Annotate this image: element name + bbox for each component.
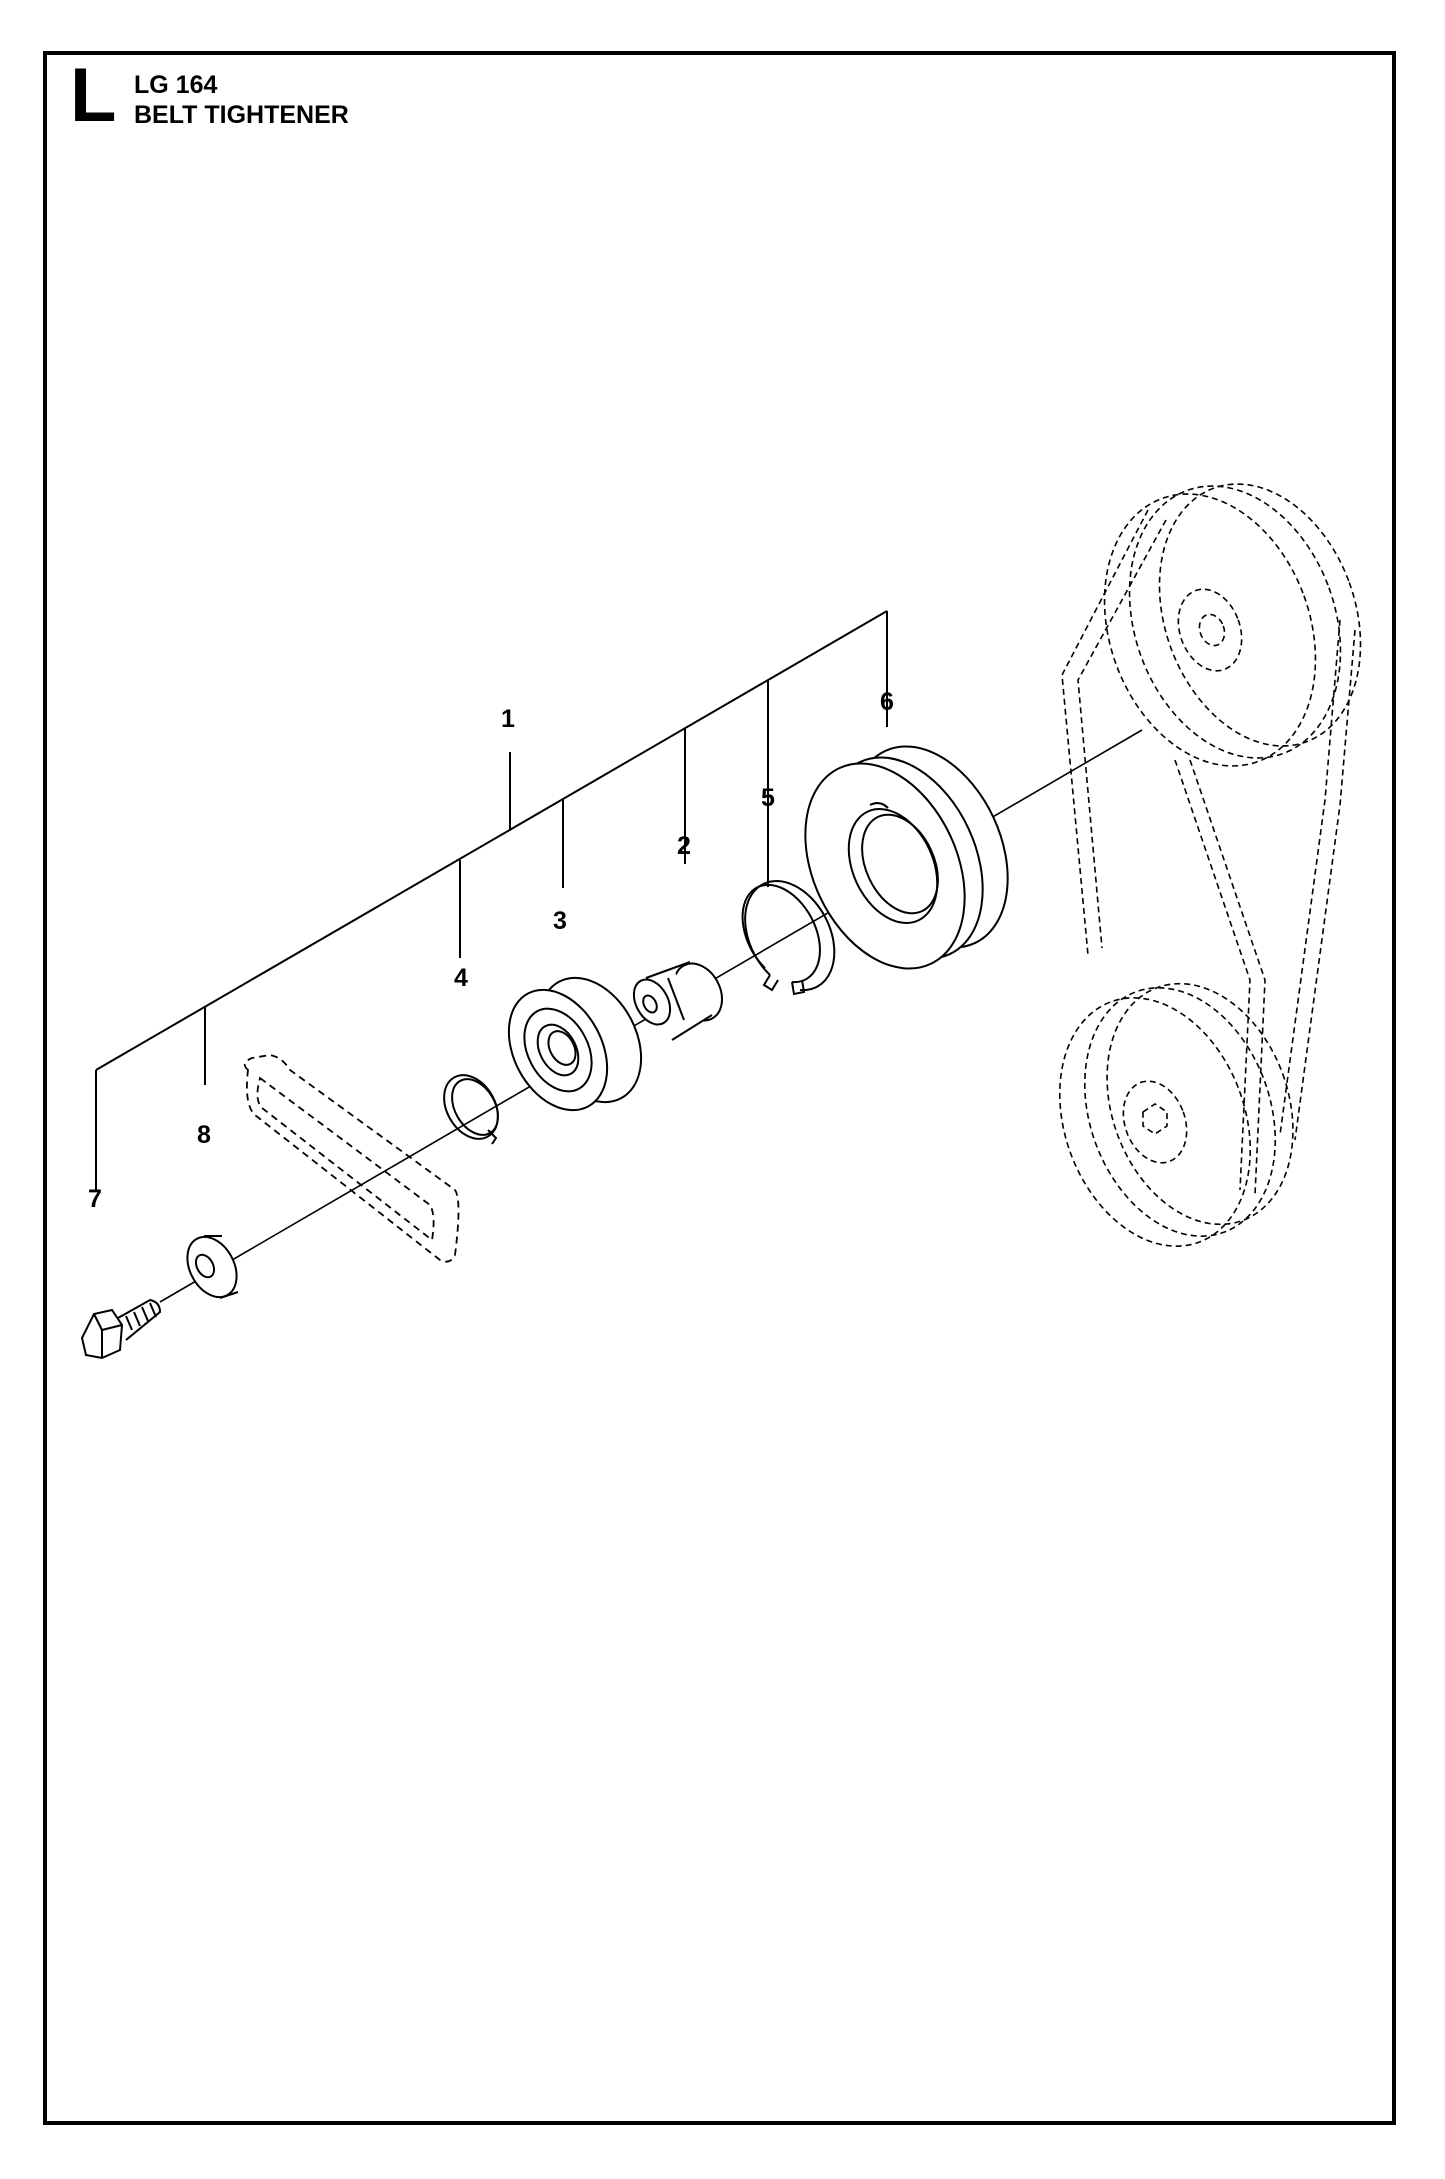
callout-1: 1 (501, 705, 515, 733)
bearing-part (507, 976, 643, 1112)
callout-6: 6 (880, 688, 894, 716)
retaining-ring-small (443, 1074, 499, 1145)
washer-part (186, 1235, 239, 1299)
title-block: LG 164 BELT TIGHTENER (134, 70, 349, 130)
section-letter: L (70, 53, 117, 138)
model-title: LG 164 (134, 71, 218, 99)
belt-drive-phantom (1058, 483, 1362, 1247)
callout-3: 3 (553, 907, 567, 935)
spacer-bushing-part (632, 961, 723, 1041)
callout-leaders (95, 610, 888, 1190)
callout-7: 7 (88, 1185, 102, 1213)
section-title: BELT TIGHTENER (134, 101, 349, 129)
callout-labels: 1 2 3 4 5 6 7 8 (88, 688, 894, 1213)
bracket-phantom (243, 1054, 460, 1263)
page-frame (43, 51, 1396, 2125)
retaining-ring-large (741, 880, 836, 996)
callout-4: 4 (454, 964, 468, 992)
bolt-part (80, 1298, 162, 1360)
callout-5: 5 (761, 784, 775, 812)
callout-2: 2 (677, 832, 691, 860)
pulley-part (804, 745, 1009, 970)
callout-8: 8 (197, 1121, 211, 1149)
